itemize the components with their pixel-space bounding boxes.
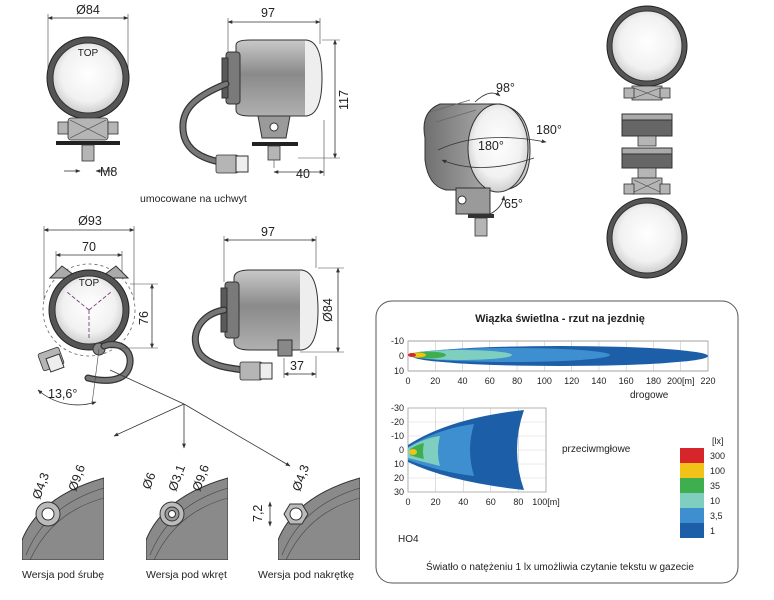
fog-x-tick: 40 (458, 497, 468, 507)
dim-d37: 37 (290, 359, 304, 373)
legend-swatch (680, 508, 704, 523)
legend-label: 1 (710, 526, 715, 536)
detail-screw (22, 477, 104, 560)
legend-swatch (680, 448, 704, 463)
fog-x-tick: 60 (486, 497, 496, 507)
fog-x-tick: 100[m] (532, 497, 560, 507)
dim-h76: 76 (137, 311, 151, 325)
fog-x-tick: 20 (431, 497, 441, 507)
screw-dim-1: Ø4,3 (30, 471, 52, 501)
dim-d40: 40 (296, 167, 310, 181)
driving-x-tick: 40 (458, 376, 468, 386)
fog-y-tick: 20 (394, 473, 404, 483)
nut-dim-2: 7,2 (251, 505, 265, 522)
fog-y-tick: 10 (394, 459, 404, 469)
driving-y-tick: 10 (394, 366, 404, 376)
legend-swatch (680, 463, 704, 478)
legend-label: 100 (710, 466, 725, 476)
dim-w97-top: 97 (261, 6, 275, 20)
front-view-lower: Ø93 70 TOP 76 13,6° (37, 214, 158, 406)
legend-swatch (680, 493, 704, 508)
angle-180-center: 180° (478, 139, 504, 153)
dim-angle: 13,6° (48, 387, 77, 401)
legend-unit: [lx] (712, 436, 724, 446)
bracket-assembly (606, 5, 688, 279)
dim-d84-side: Ø84 (321, 298, 335, 322)
caption-bolt: Wersja pod wkręt (146, 569, 227, 581)
caption-screw: Wersja pod śrubę (22, 569, 104, 581)
driving-x-tick: 160 (619, 376, 634, 386)
top-label-upper: TOP (78, 48, 99, 59)
dim-w97-bottom: 97 (261, 225, 275, 239)
top-label-lower: TOP (79, 278, 100, 289)
legend-swatch (680, 523, 704, 538)
driving-x-tick: 80 (512, 376, 522, 386)
model-label: HO4 (398, 534, 419, 545)
caption-nut: Wersja pod nakrętkę (258, 569, 354, 581)
fog-y-tick: -20 (391, 417, 404, 427)
driving-x-tick: 0 (405, 376, 410, 386)
driving-x-tick: 140 (591, 376, 606, 386)
fog-y-tick: -10 (391, 431, 404, 441)
legend-label: 3,5 (710, 511, 723, 521)
fog-y-tick: -30 (391, 403, 404, 413)
fog-x-tick: 0 (405, 497, 410, 507)
front-view-upper: Ø84 TOP M8 (46, 3, 130, 179)
bolt-dim-2: Ø3,1 (166, 463, 188, 493)
detail-bolt (146, 477, 228, 560)
fog-x-tick: 80 (513, 497, 523, 507)
dim-d84: Ø84 (76, 3, 100, 17)
detail-nut (278, 477, 360, 560)
driving-x-tick: 180 (646, 376, 661, 386)
angle-65: 65° (504, 197, 523, 211)
lux-legend: [lx] 300 100 35 10 3,5 1 (680, 436, 725, 538)
side-view-lower: 97 Ø84 37 (191, 225, 344, 381)
driving-y-tick: -10 (391, 336, 404, 346)
detail-leaders (109, 369, 291, 467)
footnote: Światło o natężeniu 1 lx umożliwia czyta… (426, 560, 694, 573)
legend-label: 300 (710, 451, 725, 461)
side-view-upper: 97 117 40 (179, 6, 351, 181)
bolt-dim-1: Ø6 (140, 471, 159, 492)
driving-x-tick: 60 (485, 376, 495, 386)
beam-panel: Wiązka świetlna - rzut na jezdnię -10010… (375, 300, 739, 584)
legend-label: 35 (710, 481, 720, 491)
angle-98: 98° (496, 81, 515, 95)
dim-h117: 117 (337, 90, 351, 110)
driving-x-tick: 20 (430, 376, 440, 386)
driving-x-tick: 220 (700, 376, 715, 386)
dim-w70: 70 (82, 240, 96, 254)
rotation-view: 98° 180° 180° 65° (423, 81, 562, 237)
legend-swatch (680, 478, 704, 493)
driving-y-tick: 0 (399, 351, 404, 361)
driving-x-tick: 200[m] (667, 376, 695, 386)
caption-bracket-mount: umocowane na uchwyt (140, 193, 247, 205)
fog-label: przeciwmgłowe (562, 444, 631, 455)
nut-dim-1: Ø4,3 (290, 463, 312, 493)
dim-m8: M8 (100, 165, 117, 179)
legend-label: 10 (710, 496, 720, 506)
fog-y-tick: 0 (399, 445, 404, 455)
fog-plot: -30 -20 -10 0 10 20 30 0 20 40 60 80 100[m] przeciw… (391, 403, 631, 507)
dim-d93: Ø93 (78, 214, 102, 228)
fog-y-tick: 30 (394, 487, 404, 497)
beam-title: Wiązka świetlna - rzut na jezdnię (475, 313, 645, 325)
angle-180-right: 180° (536, 123, 562, 137)
driving-x-tick: 100 (537, 376, 552, 386)
driving-x-tick: 120 (564, 376, 579, 386)
driving-label: drogowe (630, 390, 669, 401)
